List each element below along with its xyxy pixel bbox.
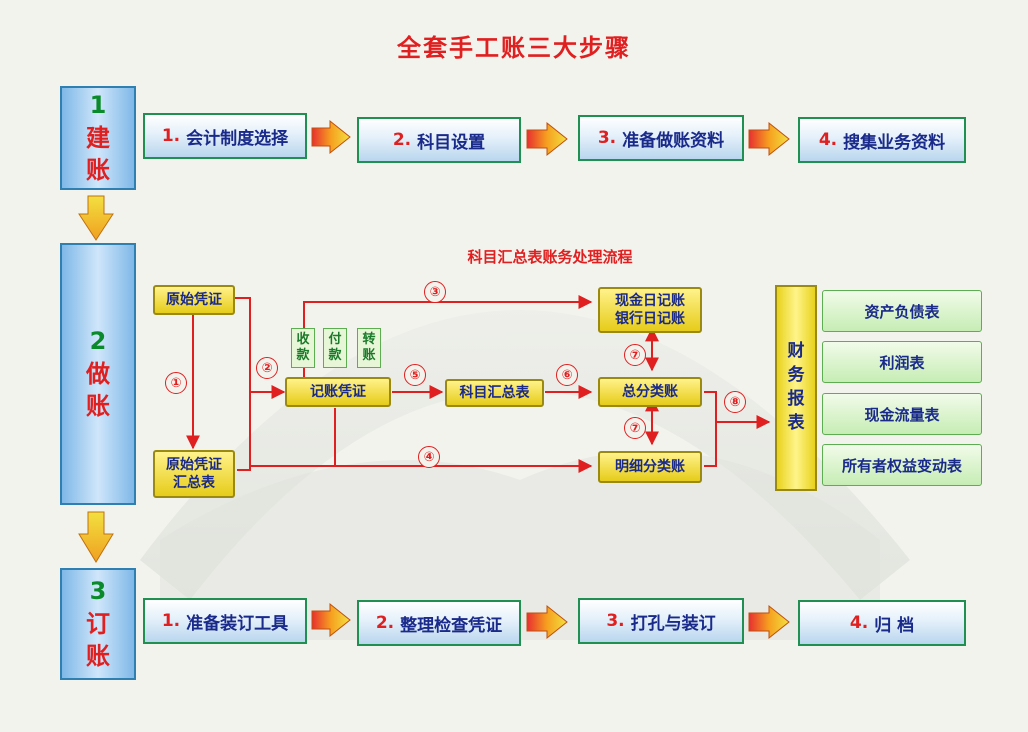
binding-step-2: 2. 整理检查凭证 — [357, 600, 521, 646]
step-number: 3. — [606, 611, 625, 631]
box-label: 原始凭证 — [166, 456, 222, 473]
report-label: 现金流量表 — [864, 405, 940, 424]
box-label: 现金日记账 — [615, 292, 685, 309]
step-label: 搜集业务资料 — [843, 132, 946, 153]
marker-8: ⑧ — [724, 391, 746, 413]
arrow-right-icon — [311, 119, 351, 155]
binding-step-4: 4. 归 档 — [798, 600, 966, 646]
setup-step-3: 3. 准备做账资料 — [578, 115, 744, 161]
box-label: 科目汇总表 — [459, 384, 530, 401]
original-voucher-box: 原始凭证 — [153, 285, 235, 315]
stage-char: 做 — [86, 359, 110, 388]
general-ledger-box: 总分类账 — [598, 377, 702, 407]
original-voucher-summary-box: 原始凭证 汇总表 — [153, 450, 235, 498]
voucher-type-receipt: 收款 — [291, 328, 315, 368]
binding-step-1: 1. 准备装订工具 — [143, 598, 307, 644]
step-label: 整理检查凭证 — [400, 615, 503, 636]
stage-number: 2 — [89, 327, 107, 356]
stage-3-binding: 3 订 账 — [60, 568, 136, 680]
box-label: 原始凭证 — [166, 291, 222, 308]
arrow-right-icon — [748, 604, 790, 640]
step-label: 科目设置 — [417, 132, 486, 153]
arrow-right-icon — [311, 602, 351, 638]
marker-3: ③ — [424, 281, 446, 303]
stage-number: 3 — [89, 577, 107, 606]
step-label: 会计制度选择 — [186, 128, 289, 149]
report-income-statement: 利润表 — [822, 341, 982, 383]
report-char: 报 — [787, 389, 805, 409]
arrow-right-icon — [526, 604, 568, 640]
marker-1: ① — [165, 372, 187, 394]
marker-7a: ⑦ — [624, 344, 646, 366]
tag-char: 账 — [362, 348, 376, 363]
box-label: 总分类账 — [622, 383, 678, 400]
detail-ledger-box: 明细分类账 — [598, 451, 702, 483]
step-number: 4. — [818, 130, 838, 150]
account-summary-box: 科目汇总表 — [445, 379, 544, 407]
step-number: 3. — [597, 128, 617, 148]
tag-char: 付 — [328, 331, 342, 347]
stage-char: 账 — [86, 392, 110, 421]
stage-number: 1 — [89, 91, 107, 120]
marker-7b: ⑦ — [624, 417, 646, 439]
bookkeeping-voucher-box: 记账凭证 — [285, 377, 391, 407]
arrow-down-icon — [78, 195, 114, 241]
setup-step-1: 1. 会计制度选择 — [143, 113, 307, 159]
tag-char: 转 — [362, 331, 376, 347]
report-balance-sheet: 资产负债表 — [822, 290, 982, 332]
setup-step-4: 4. 搜集业务资料 — [798, 117, 966, 163]
arrow-down-icon — [78, 511, 114, 563]
stage-char: 账 — [86, 156, 110, 185]
report-label: 资产负债表 — [864, 302, 940, 321]
step-number: 1. — [161, 611, 181, 631]
step-number: 1. — [161, 126, 181, 146]
arrow-right-icon — [526, 121, 568, 157]
binding-step-3: 3. 打孔与装订 — [578, 598, 744, 644]
step-label: 准备做账资料 — [622, 130, 725, 151]
stage-2-bookkeeping: 2 做 账 — [60, 243, 136, 505]
journals-box: 现金日记账 银行日记账 — [598, 287, 702, 333]
step-number: 2. — [392, 130, 412, 150]
report-label: 所有者权益变动表 — [841, 456, 962, 475]
step-number: 2. — [375, 613, 395, 633]
step-arrows — [78, 119, 790, 640]
marker-5: ⑤ — [404, 364, 426, 386]
box-label: 明细分类账 — [615, 458, 685, 475]
report-equity-changes: 所有者权益变动表 — [822, 444, 982, 486]
step-label: 归 档 — [874, 615, 915, 636]
step-label: 打孔与装订 — [630, 613, 716, 634]
report-char: 财 — [787, 341, 805, 362]
report-label: 利润表 — [879, 353, 925, 372]
tag-char: 收 — [296, 331, 310, 347]
marker-2: ② — [256, 357, 278, 379]
box-label: 记账凭证 — [310, 383, 366, 400]
tag-char: 款 — [328, 348, 342, 363]
report-char: 表 — [787, 412, 805, 433]
stage-1-setup: 1 建 账 — [60, 86, 136, 190]
box-label: 银行日记账 — [615, 311, 685, 327]
page-title: 全套手工账三大步骤 — [397, 34, 631, 62]
arrow-right-icon — [748, 121, 790, 157]
stage-char: 订 — [86, 609, 110, 638]
stage-char: 账 — [86, 642, 110, 671]
voucher-type-transfer: 转账 — [357, 328, 381, 368]
flow-title: 科目汇总表账务处理流程 — [467, 248, 633, 266]
report-char: 务 — [787, 365, 805, 386]
box-label: 汇总表 — [173, 475, 215, 491]
step-label: 准备装订工具 — [186, 613, 289, 634]
voucher-type-payment: 付款 — [323, 328, 347, 368]
marker-6: ⑥ — [556, 364, 578, 386]
marker-4: ④ — [418, 446, 440, 468]
financial-reports-box: 财 务 报 表 — [775, 285, 817, 491]
tag-char: 款 — [296, 348, 310, 363]
stage-char: 建 — [86, 123, 110, 152]
setup-step-2: 2. 科目设置 — [357, 117, 521, 163]
report-cash-flow: 现金流量表 — [822, 393, 982, 435]
step-number: 4. — [849, 613, 869, 633]
